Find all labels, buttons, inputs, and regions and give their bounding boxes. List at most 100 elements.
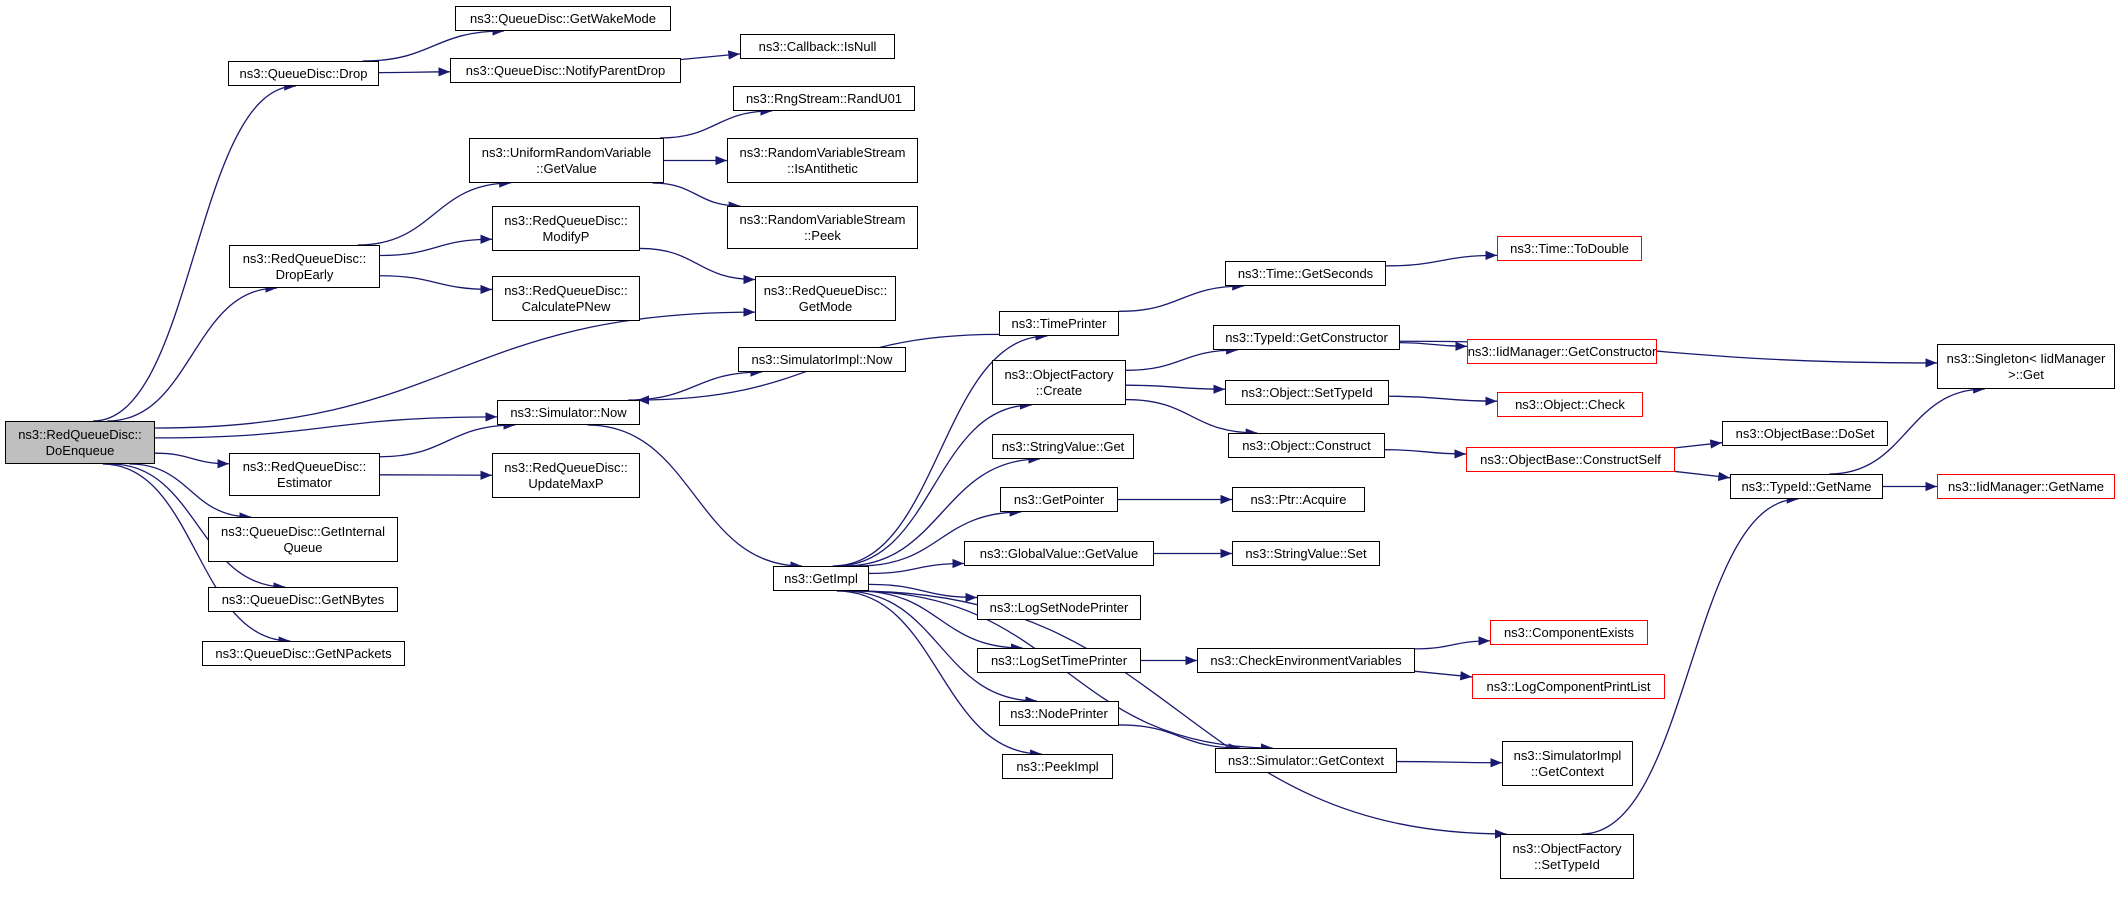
node-label-line: ns3::LogComponentPrintList	[1486, 678, 1651, 694]
node-timeprinter[interactable]: ns3::TimePrinter	[999, 311, 1119, 336]
node-iid-getname[interactable]: ns3::IidManager::GetName	[1937, 474, 2115, 499]
node-red-calcpnew[interactable]: ns3::RedQueueDisc::CalculatePNew	[492, 276, 640, 321]
edge-sim-getcontext-to-simimpl-getcontext	[1396, 758, 1503, 768]
node-label-line: ns3::Simulator::Now	[510, 404, 627, 420]
node-label-line: ns3::SimulatorImpl::Now	[751, 351, 893, 367]
edge-timeprinter-to-time-getseconds	[1118, 281, 1244, 312]
edge-root-to-sim-now	[154, 412, 498, 439]
node-sv-get[interactable]: ns3::StringValue::Get	[992, 434, 1134, 459]
node-label-line: ns3::CheckEnvironmentVariables	[1210, 652, 1402, 668]
node-label-line: ns3::Simulator::GetContext	[1227, 752, 1385, 768]
edge-urv-getvalue-to-rng-randu01	[659, 106, 773, 139]
node-ptr-acquire[interactable]: ns3::Ptr::Acquire	[1232, 487, 1365, 512]
node-label-line: ::GetContext	[1531, 763, 1604, 779]
node-simimpl-now[interactable]: ns3::SimulatorImpl::Now	[738, 347, 906, 372]
node-iid-getctor[interactable]: ns3::IidManager::GetConstructor	[1467, 339, 1657, 364]
edge-obj-construct-to-ob-constructself	[1384, 449, 1467, 459]
node-red-getmode[interactable]: ns3::RedQueueDisc::GetMode	[755, 276, 896, 321]
node-red-estimator[interactable]: ns3::RedQueueDisc::Estimator	[229, 453, 380, 496]
node-label-line: Estimator	[277, 474, 332, 490]
node-label-line: ns3::IidManager::GetConstructor	[1467, 343, 1657, 359]
node-urv-getvalue[interactable]: ns3::UniformRandomVariable::GetValue	[469, 138, 664, 183]
node-sv-set[interactable]: ns3::StringValue::Set	[1232, 541, 1380, 566]
node-label-line: ::Peek	[804, 227, 841, 243]
node-qd-notify[interactable]: ns3::QueueDisc::NotifyParentDrop	[450, 58, 681, 83]
node-of-settypeid[interactable]: ns3::ObjectFactory::SetTypeId	[1500, 834, 1634, 879]
node-obj-check[interactable]: ns3::Object::Check	[1497, 392, 1643, 417]
node-sim-now[interactable]: ns3::Simulator::Now	[497, 400, 640, 425]
node-ob-constructself[interactable]: ns3::ObjectBase::ConstructSelf	[1466, 447, 1675, 472]
edge-sim-now-to-simimpl-now	[628, 367, 763, 401]
edge-of-settypeid-to-tid-getname	[1581, 494, 1799, 835]
node-ob-doset[interactable]: ns3::ObjectBase::DoSet	[1722, 421, 1888, 446]
node-of-create[interactable]: ns3::ObjectFactory::Create	[992, 360, 1126, 405]
node-label-line: ns3::GetImpl	[784, 570, 858, 586]
edge-urv-getvalue-to-rvs-peek	[652, 182, 741, 211]
edge-tid-getctor-to-iid-getctor	[1399, 341, 1468, 351]
node-label-line: ns3::ObjectBase::DoSet	[1735, 425, 1875, 441]
edge-checkenv-to-logcompprint	[1414, 670, 1473, 681]
edge-red-dropearly-to-red-modifyp	[379, 234, 493, 257]
node-label-line: ns3::NodePrinter	[1010, 705, 1108, 721]
node-gv-getvalue[interactable]: ns3::GlobalValue::GetValue	[964, 541, 1154, 566]
node-label-line: ns3::UniformRandomVariable	[481, 144, 652, 160]
node-cb-isnull[interactable]: ns3::Callback::IsNull	[740, 34, 895, 59]
edge-time-getseconds-to-time-todouble	[1385, 250, 1498, 267]
node-label-line: Queue	[283, 539, 323, 555]
edge-ob-constructself-to-tid-getname	[1674, 470, 1731, 482]
edge-red-dropearly-to-urv-getvalue	[357, 178, 511, 246]
node-tid-getctor[interactable]: ns3::TypeId::GetConstructor	[1213, 325, 1400, 350]
node-rng-randu01[interactable]: ns3::RngStream::RandU01	[733, 86, 915, 111]
node-time-todouble[interactable]: ns3::Time::ToDouble	[1497, 236, 1642, 261]
node-obj-settypeid[interactable]: ns3::Object::SetTypeId	[1225, 380, 1389, 405]
node-simimpl-getcontext[interactable]: ns3::SimulatorImpl::GetContext	[1502, 741, 1633, 786]
node-label-line: ns3::Object::Check	[1515, 396, 1625, 412]
edge-getimpl-to-getpointer	[858, 507, 1022, 567]
node-red-updatemaxp[interactable]: ns3::RedQueueDisc::UpdateMaxP	[492, 453, 640, 498]
node-label-line: ns3::RedQueueDisc::	[504, 459, 628, 475]
edge-qd-drop-to-qd-notify	[378, 67, 451, 77]
node-label-line: ::SetTypeId	[1534, 856, 1600, 872]
node-label-line: ns3::RedQueueDisc::	[504, 212, 628, 228]
node-logsettimeprinter[interactable]: ns3::LogSetTimePrinter	[977, 648, 1141, 673]
node-getimpl[interactable]: ns3::GetImpl	[773, 566, 869, 591]
edge-getimpl-to-gv-getvalue	[868, 558, 965, 575]
node-label-line: ns3::StringValue::Get	[1001, 438, 1125, 454]
node-singleton-get[interactable]: ns3::Singleton< IidManager>::Get	[1937, 344, 2115, 389]
node-label-line: ns3::QueueDisc::GetNBytes	[221, 591, 385, 607]
node-qd-drop[interactable]: ns3::QueueDisc::Drop	[228, 61, 379, 86]
node-red-modifyp[interactable]: ns3::RedQueueDisc::ModifyP	[492, 206, 640, 251]
node-label-line: ns3::TypeId::GetConstructor	[1225, 329, 1388, 345]
node-sim-getcontext[interactable]: ns3::Simulator::GetContext	[1215, 748, 1397, 773]
node-logsetnodeprinter[interactable]: ns3::LogSetNodePrinter	[977, 595, 1141, 620]
edge-root-to-qd-drop	[93, 81, 296, 422]
node-qd-getnpackets[interactable]: ns3::QueueDisc::GetNPackets	[202, 641, 405, 666]
node-label-line: ns3::GetPointer	[1013, 491, 1105, 507]
node-checkenv[interactable]: ns3::CheckEnvironmentVariables	[1197, 648, 1415, 673]
node-getpointer[interactable]: ns3::GetPointer	[1000, 487, 1118, 512]
node-root[interactable]: ns3::RedQueueDisc::DoEnqueue	[5, 421, 155, 464]
node-rvs-isanti[interactable]: ns3::RandomVariableStream::IsAntithetic	[727, 138, 918, 183]
node-rvs-peek[interactable]: ns3::RandomVariableStream::Peek	[727, 206, 918, 249]
node-logcompprint[interactable]: ns3::LogComponentPrintList	[1472, 674, 1665, 699]
node-peekimpl[interactable]: ns3::PeekImpl	[1002, 754, 1113, 779]
edge-getimpl-to-timeprinter	[832, 331, 1048, 567]
node-tid-getname[interactable]: ns3::TypeId::GetName	[1730, 474, 1883, 499]
node-label-line: ns3::RandomVariableStream	[739, 211, 906, 227]
edge-of-create-to-obj-construct	[1125, 398, 1258, 438]
node-compexists[interactable]: ns3::ComponentExists	[1490, 620, 1648, 645]
node-label-line: ns3::Callback::IsNull	[758, 38, 877, 54]
node-qd-getnbytes[interactable]: ns3::QueueDisc::GetNBytes	[208, 587, 398, 612]
node-label-line: CalculatePNew	[521, 298, 611, 314]
edge-root-to-red-dropearly	[107, 283, 278, 422]
node-qd-wake[interactable]: ns3::QueueDisc::GetWakeMode	[455, 6, 671, 31]
node-nodeprinter[interactable]: ns3::NodePrinter	[999, 701, 1119, 726]
node-label-line: ns3::RedQueueDisc::	[18, 426, 142, 442]
node-label-line: ns3::RngStream::RandU01	[745, 90, 903, 106]
node-obj-construct[interactable]: ns3::Object::Construct	[1228, 433, 1385, 458]
node-red-dropearly[interactable]: ns3::RedQueueDisc::DropEarly	[229, 245, 380, 288]
node-time-getseconds[interactable]: ns3::Time::GetSeconds	[1225, 261, 1386, 286]
node-label-line: ns3::ObjectFactory	[1512, 840, 1622, 856]
